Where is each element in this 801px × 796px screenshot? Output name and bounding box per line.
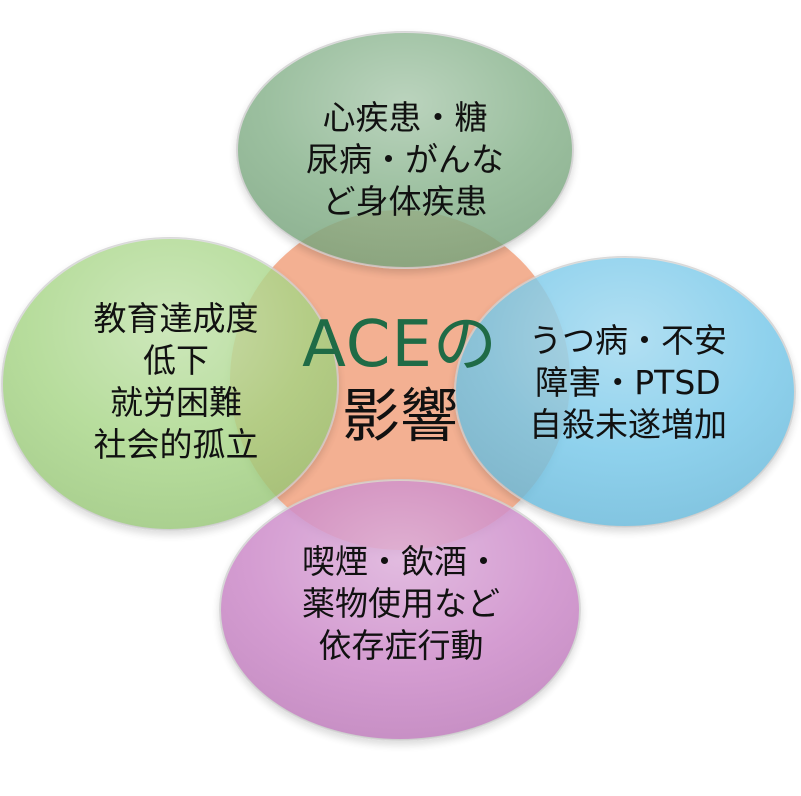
label-line: 薬物使用など (302, 584, 500, 623)
label-line: 障害・PTSD (535, 363, 721, 402)
center-title-line1: ACEの (302, 308, 498, 382)
label-line: 心疾患・糖 (322, 98, 488, 137)
label-line: 教育達成度 (93, 299, 259, 338)
label-social-outcomes: 教育達成度 低下 就労困難 社会的孤立 (94, 298, 259, 466)
center-title: ACEの 影響 (302, 309, 498, 451)
label-line: 社会的孤立 (93, 425, 259, 464)
label-physical-disease: 心疾患・糖 尿病・がんな ど身体疾患 (306, 97, 504, 223)
label-line: 自殺未遂増加 (529, 405, 727, 444)
label-line: 喫煙・飲酒・ (302, 542, 500, 581)
label-addiction-behavior: 喫煙・飲酒・ 薬物使用など 依存症行動 (302, 541, 500, 667)
center-title-line2: 影響 (341, 382, 458, 450)
label-line: うつ病・不安 (529, 321, 727, 360)
label-line: 尿病・がんな (306, 140, 504, 179)
label-line: ど身体疾患 (322, 182, 488, 221)
label-line: 低下 (143, 341, 209, 380)
label-line: 就労困難 (110, 383, 242, 422)
label-line: 依存症行動 (318, 626, 484, 665)
label-mental-health: うつ病・不安 障害・PTSD 自殺未遂増加 (529, 320, 727, 446)
